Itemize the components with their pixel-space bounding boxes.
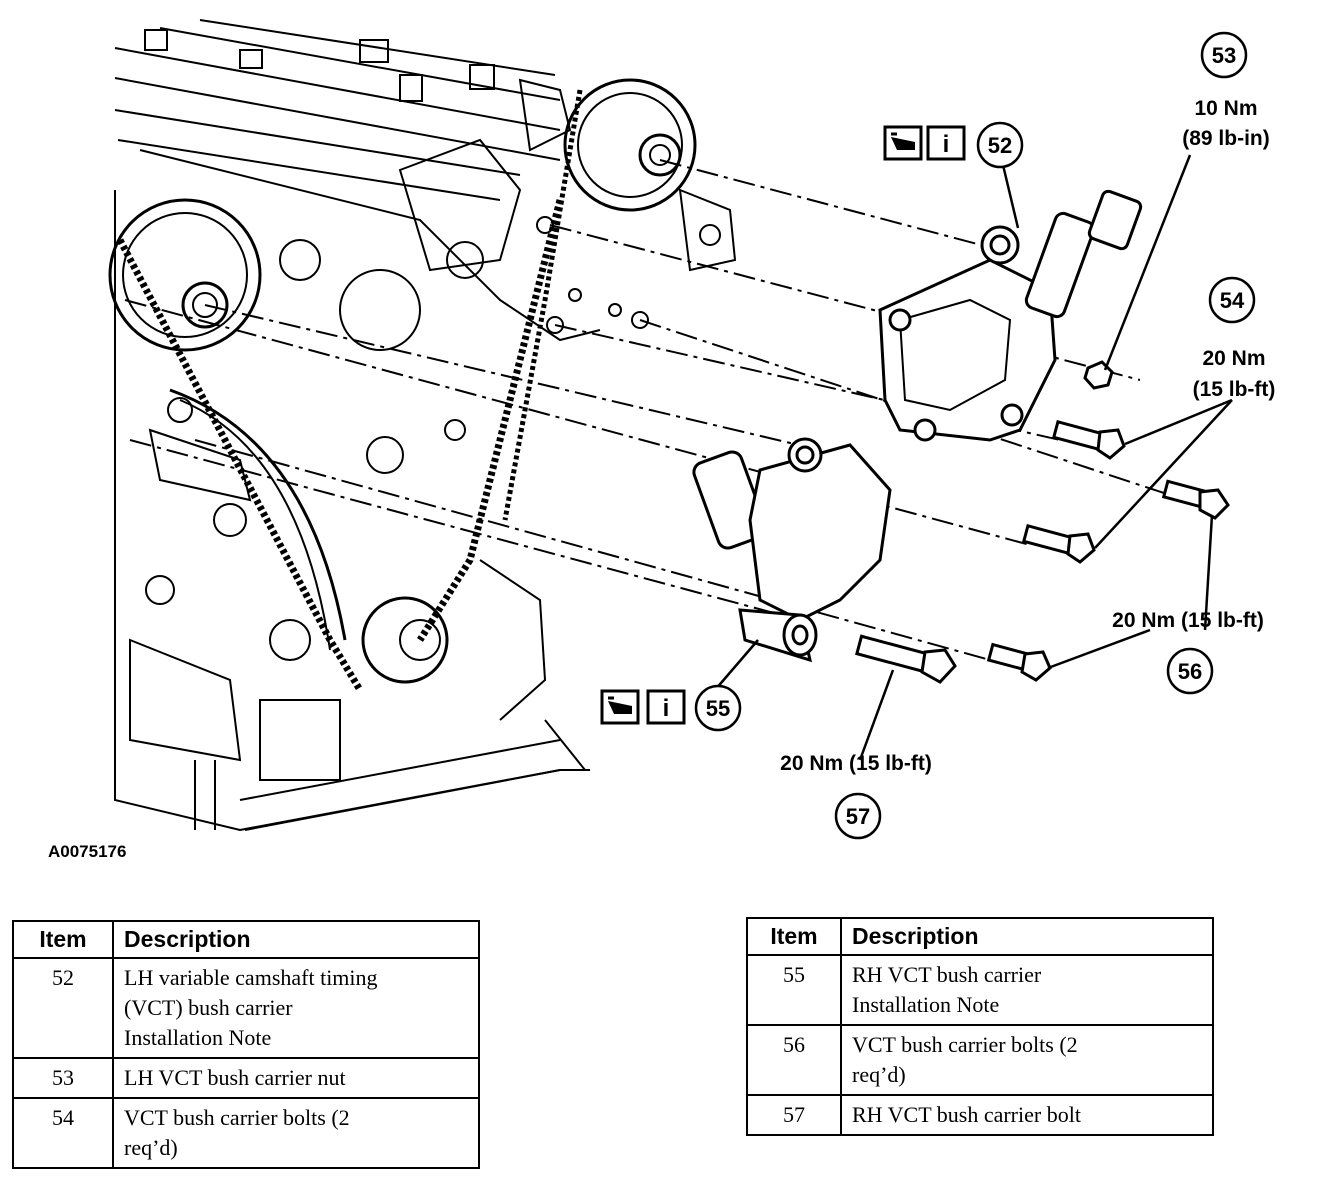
description-line: req’d) bbox=[852, 1062, 906, 1087]
table-row: 54 VCT bush carrier bolts (2 req’d) bbox=[12, 1097, 480, 1169]
svg-text:57: 57 bbox=[846, 804, 870, 829]
callout-57: 57 bbox=[834, 792, 882, 840]
callout-leaders bbox=[714, 154, 1233, 761]
description-line: (VCT) bush carrier bbox=[124, 995, 293, 1020]
parts-table-left: Item Description 52 LH variable camshaft… bbox=[12, 920, 480, 1169]
installation-note-icon bbox=[883, 125, 923, 161]
item-description: VCT bush carrier bolts (2 req’d) bbox=[112, 1097, 480, 1169]
installation-note-icon bbox=[600, 689, 640, 725]
column-header-item: Item bbox=[12, 920, 114, 959]
item-number: 52 bbox=[12, 957, 114, 1059]
svg-text:i: i bbox=[663, 695, 670, 722]
description-line: LH VCT bush carrier nut bbox=[124, 1065, 346, 1090]
description-line: RH VCT bush carrier bolt bbox=[852, 1102, 1081, 1127]
info-icon: i bbox=[646, 689, 686, 725]
item-description: VCT bush carrier bolts (2 req’d) bbox=[840, 1024, 1214, 1096]
table-header-row: Item Description bbox=[12, 920, 480, 959]
table-row: 56 VCT bush carrier bolts (2 req’d) bbox=[746, 1024, 1214, 1096]
rh-vct-bolts bbox=[986, 479, 1230, 682]
item-description: LH VCT bush carrier nut bbox=[112, 1057, 480, 1099]
engine-illustration bbox=[108, 19, 737, 832]
torque-56: 20 Nm (15 lb-ft) bbox=[1112, 609, 1264, 632]
item-description: RH VCT bush carrier bolt bbox=[840, 1094, 1214, 1136]
column-header-item: Item bbox=[746, 917, 842, 956]
rh-vct-bolt bbox=[855, 634, 957, 684]
callout-53: 53 bbox=[1200, 31, 1248, 79]
item-number: 56 bbox=[746, 1024, 842, 1096]
figure-id: A0075176 bbox=[48, 842, 126, 861]
svg-text:52: 52 bbox=[988, 133, 1012, 158]
description-line: req’d) bbox=[124, 1135, 178, 1160]
description-line: RH VCT bush carrier bbox=[852, 962, 1042, 987]
engine-timing-diagram: 52 53 54 55 56 57 10 Nm (89 lb-in) 20 Nm… bbox=[48, 19, 1276, 861]
description-line: Installation Note bbox=[124, 1025, 272, 1050]
table-header-row: Item Description bbox=[746, 917, 1214, 956]
description-line: VCT bush carrier bolts (2 bbox=[852, 1032, 1078, 1057]
item-number: 57 bbox=[746, 1094, 842, 1136]
info-icon: i bbox=[926, 125, 966, 161]
svg-text:55: 55 bbox=[706, 696, 730, 721]
svg-text:54: 54 bbox=[1220, 288, 1245, 313]
torque-53-line1: 10 Nm bbox=[1194, 97, 1257, 120]
callout-55: 55 bbox=[694, 684, 742, 732]
table-row: 52 LH variable camshaft timing (VCT) bus… bbox=[12, 957, 480, 1059]
item-description: RH VCT bush carrier Installation Note bbox=[840, 954, 1214, 1026]
lh-vct-bolts bbox=[1021, 419, 1126, 564]
column-header-description: Description bbox=[840, 917, 1214, 956]
parts-table-right: Item Description 55 RH VCT bush carrier … bbox=[746, 917, 1214, 1136]
svg-text:53: 53 bbox=[1212, 43, 1236, 68]
item-number: 53 bbox=[12, 1057, 114, 1099]
torque-54-line1: 20 Nm bbox=[1202, 347, 1265, 370]
table-row: 53 LH VCT bush carrier nut bbox=[12, 1057, 480, 1099]
item-number: 55 bbox=[746, 954, 842, 1026]
callout-52: 52 bbox=[976, 121, 1024, 169]
rh-vct-bush-carrier bbox=[692, 437, 892, 663]
torque-54-line2: (15 lb-ft) bbox=[1193, 378, 1276, 401]
svg-text:i: i bbox=[943, 131, 950, 158]
description-line: LH variable camshaft timing bbox=[124, 965, 378, 990]
table-row: 55 RH VCT bush carrier Installation Note bbox=[746, 954, 1214, 1026]
item-number: 54 bbox=[12, 1097, 114, 1169]
item-description: LH variable camshaft timing (VCT) bush c… bbox=[112, 957, 480, 1059]
callout-54: 54 bbox=[1208, 276, 1256, 324]
table-row: 57 RH VCT bush carrier bolt bbox=[746, 1094, 1214, 1136]
description-line: VCT bush carrier bolts (2 bbox=[124, 1105, 350, 1130]
column-header-description: Description bbox=[112, 920, 480, 959]
callout-56: 56 bbox=[1166, 647, 1214, 695]
description-line: Installation Note bbox=[852, 992, 1000, 1017]
svg-text:56: 56 bbox=[1178, 659, 1202, 684]
torque-53-line2: (89 lb-in) bbox=[1182, 127, 1270, 150]
torque-57: 20 Nm (15 lb-ft) bbox=[780, 752, 932, 775]
lh-vct-bush-carrier bbox=[878, 189, 1143, 442]
